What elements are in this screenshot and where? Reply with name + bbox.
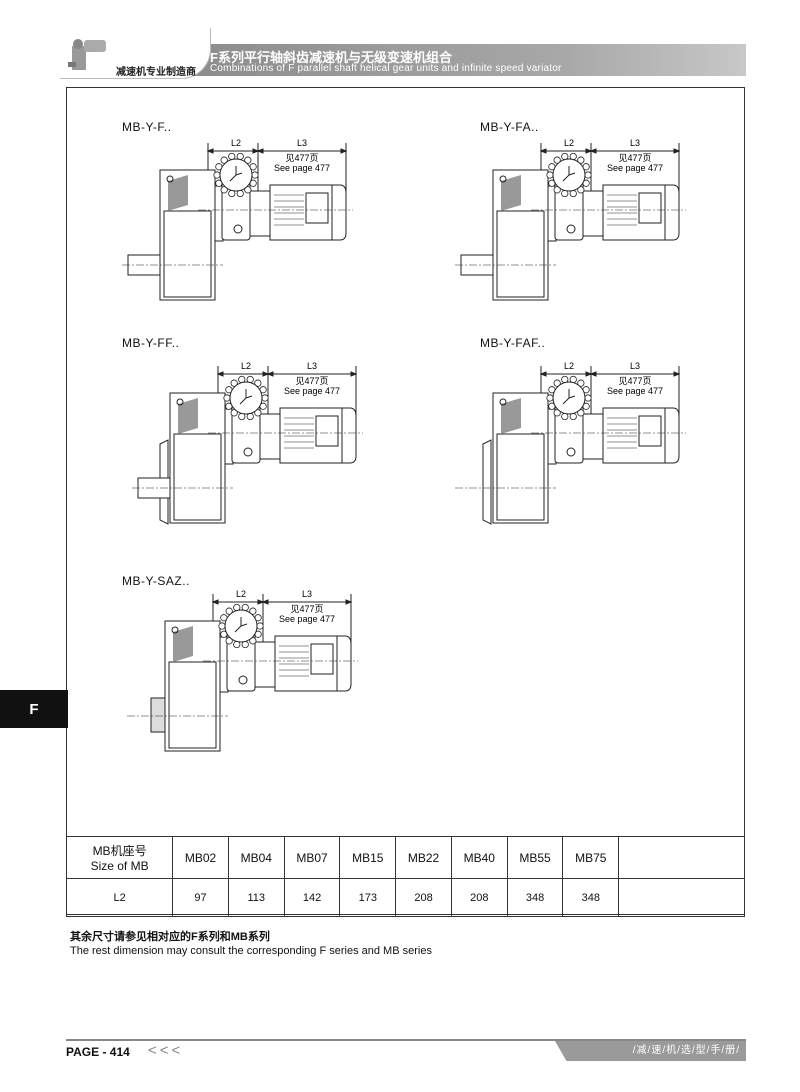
- note-cn: 其余尺寸请参见相对应的F系列和MB系列: [70, 931, 270, 943]
- l2-cell: 97: [172, 878, 229, 917]
- ref-en: See page 477: [607, 163, 663, 173]
- dim-l2-label: L2: [231, 138, 241, 148]
- size-cell: MB02: [172, 836, 229, 879]
- l2-cell: 208: [395, 878, 452, 917]
- ref-cn: 见477页: [618, 153, 651, 163]
- size-cell: MB04: [227, 836, 285, 879]
- gear-unit-drawing: L2 L3 见477页 See page 477: [122, 138, 353, 301]
- size-cell: MB40: [450, 836, 508, 879]
- diagram-label: MB-Y-FAF..: [480, 336, 546, 350]
- size-cell: MB22: [395, 836, 452, 879]
- footer-divider: [66, 1039, 746, 1041]
- diagram-label: MB-Y-FF..: [122, 336, 180, 350]
- ref-cn: 见477页: [285, 153, 318, 163]
- diagram-label: MB-Y-FA..: [480, 120, 539, 134]
- dim-l3-label: L3: [307, 361, 317, 371]
- size-cell: MB55: [506, 836, 564, 879]
- dim-l3-label: L3: [302, 589, 312, 599]
- l2-cell: 208: [450, 878, 508, 917]
- dim-l2-label: L2: [564, 138, 574, 148]
- gear-unit-drawing: L2 L3 见477页 See page 477: [455, 138, 686, 301]
- table-row: L2 97 113 142 173 208 208 348 348: [65, 878, 745, 917]
- page-title-en: Combinations of F parallel shaft helical…: [210, 63, 562, 74]
- size-cell: MB07: [283, 836, 341, 879]
- diagram-label: MB-Y-SAZ..: [122, 574, 190, 588]
- page-title-cn: F系列平行轴斜齿减速机与无级变速机组合: [210, 50, 452, 65]
- size-cell: MB15: [339, 836, 397, 879]
- ref-cn: 见477页: [618, 376, 651, 386]
- l2-cell: 142: [283, 878, 341, 917]
- l2-cell: 113: [227, 878, 285, 917]
- ref-cn: 见477页: [290, 604, 323, 614]
- size-header-en: Size of MB: [90, 859, 149, 873]
- note-en: The rest dimension may consult the corre…: [70, 945, 432, 957]
- l2-cell: 348: [506, 878, 564, 917]
- dim-l2-label: L2: [241, 361, 251, 371]
- maker-tagline: 减速机专业制造商: [116, 67, 196, 78]
- dim-l3-label: L3: [297, 138, 307, 148]
- ref-en: See page 477: [284, 386, 340, 396]
- dim-l3-label: L3: [630, 138, 640, 148]
- dim-l2-label: L2: [236, 589, 246, 599]
- size-header-cn: MB机座号: [92, 844, 147, 858]
- ref-en: See page 477: [274, 163, 330, 173]
- page-number: PAGE - 414: [66, 1045, 130, 1059]
- section-tab[interactable]: F: [0, 690, 68, 728]
- empty-cell: [618, 878, 745, 917]
- gear-unit-drawing: L2 L3 见477页 See page 477: [127, 589, 358, 752]
- gear-unit-drawing: L2 L3 见477页 See page 477: [455, 361, 686, 525]
- empty-cell: [618, 836, 745, 879]
- l2-cell: 173: [339, 878, 397, 917]
- ref-en: See page 477: [279, 614, 335, 624]
- dim-l3-label: L3: [630, 361, 640, 371]
- ref-cn: 见477页: [295, 376, 328, 386]
- diagram-label: MB-Y-F..: [122, 120, 172, 134]
- back-arrows[interactable]: <<<: [148, 1042, 184, 1059]
- size-cell: MB75: [562, 836, 620, 879]
- header-banner: [150, 44, 746, 76]
- dim-l2-label: L2: [564, 361, 574, 371]
- l2-cell: 348: [562, 878, 620, 917]
- manual-title: /减/速/机/选/型/手/册/: [555, 1041, 746, 1061]
- torque-arm: [150, 697, 166, 733]
- gear-unit-logo-icon: [68, 39, 106, 70]
- gear-unit-drawing: L2 L3 见477页 See page 477: [132, 361, 363, 525]
- flange: [482, 439, 492, 525]
- row-label: L2: [65, 878, 174, 917]
- ref-en: See page 477: [607, 386, 663, 396]
